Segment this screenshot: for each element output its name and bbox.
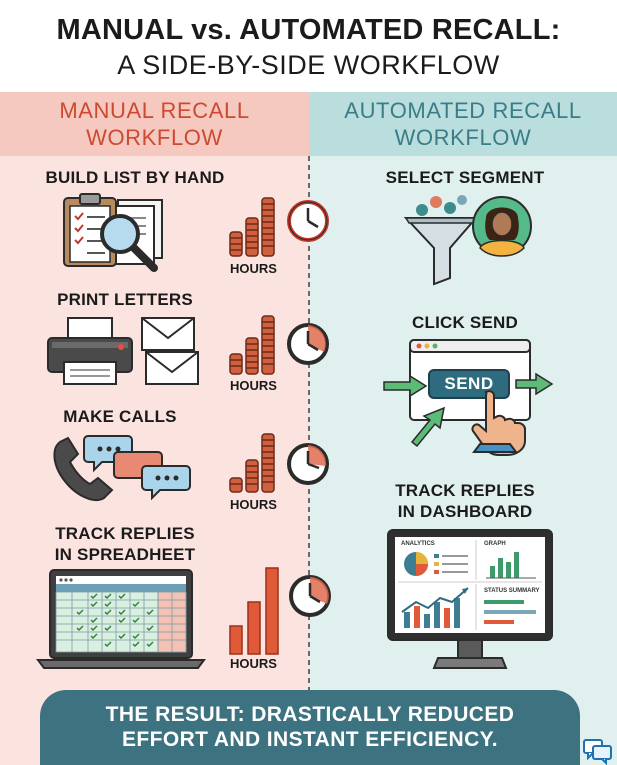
dashboard-analytics-label: ANALYTICS: [401, 541, 435, 547]
monitor-dashboard-icon: [387, 529, 553, 669]
page-title: MANUAL vs. AUTOMATED RECALL:: [56, 14, 561, 46]
manual-step-4-hours: HOURS: [230, 656, 277, 671]
coin-stack-icon-2: [229, 315, 275, 375]
manual-header-band: [0, 92, 309, 156]
automated-step-3-label: TRACK REPLIES IN DASHBOARD: [395, 481, 535, 521]
automated-header-band: [309, 92, 617, 156]
magnifier-icon: [100, 214, 158, 272]
bar-chart-icon: [229, 567, 279, 655]
chat-logo-icon: [583, 739, 612, 765]
coin-stack-icon-3: [229, 433, 275, 493]
manual-step-4-label: TRACK REPLIES IN SPREADHEET: [54, 524, 196, 564]
result-text: THE RESULT: DRASTICALLY REDUCED EFFORT A…: [105, 703, 515, 751]
manual-step-1-hours: HOURS: [230, 261, 277, 276]
manual-step-3-hours: HOURS: [230, 497, 277, 512]
coin-stack-icon: [229, 197, 275, 257]
clock-icon-2: [287, 323, 329, 365]
dashboard-status-label: STATUS SUMMARY: [484, 588, 540, 594]
result-banner: [40, 690, 580, 765]
manual-step-1-label: BUILD LIST BY HAND: [45, 168, 225, 187]
printer-icon: [47, 317, 133, 385]
laptop-spreadsheet-icon: [36, 569, 206, 669]
automated-step-1-label: SELECT SEGMENT: [385, 168, 545, 187]
phone-icon: [53, 436, 114, 501]
send-button[interactable]: SEND: [428, 369, 510, 399]
arrow-right-icon: [515, 372, 554, 396]
automated-heading: AUTOMATED RECALL WORKFLOW: [344, 98, 582, 150]
dashboard-graph-label: GRAPH: [484, 541, 506, 547]
arrow-left-icon: [383, 374, 428, 398]
clock-icon: [287, 200, 329, 242]
person-avatar-icon: [472, 196, 532, 257]
pointing-hand-icon: [471, 390, 526, 456]
clock-icon-4: [289, 575, 331, 617]
manual-step-2-hours: HOURS: [230, 378, 277, 393]
manual-step-2-label: PRINT LETTERS: [57, 290, 193, 309]
funnel-icon: [403, 195, 479, 286]
manual-step-3-label: MAKE CALLS: [63, 407, 177, 426]
manual-heading: MANUAL RECALL WORKFLOW: [59, 98, 250, 150]
envelope-icon: [141, 317, 199, 385]
arrow-up-icon: [410, 406, 446, 448]
clock-icon-3: [287, 443, 329, 485]
automated-step-2-label: CLICK SEND: [412, 313, 518, 332]
page-subtitle: A SIDE-BY-SIDE WORKFLOW: [117, 50, 500, 80]
chat-bubble-icon: [83, 435, 191, 501]
